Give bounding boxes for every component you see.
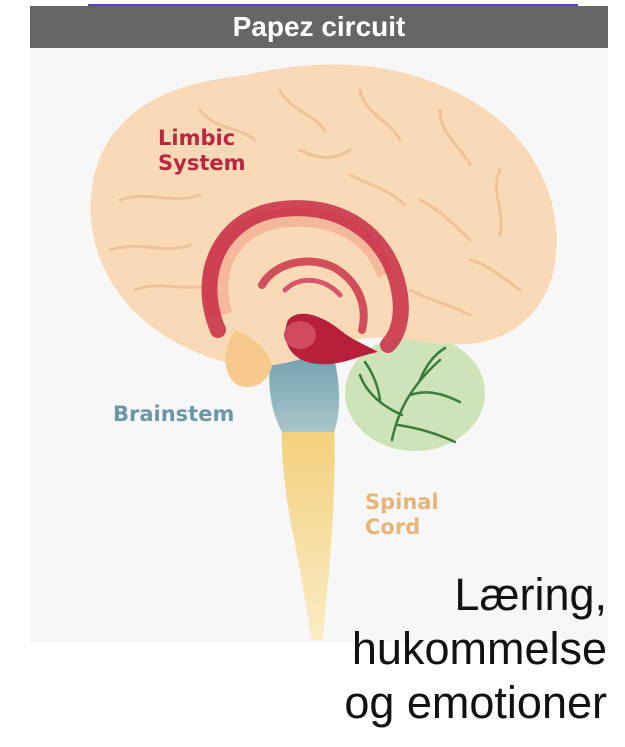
spinal-cord-label: Spinal Cord bbox=[365, 490, 465, 540]
caption: Læring, hukommelse og emotioner bbox=[247, 568, 607, 730]
caption-line-2: hukommelse bbox=[247, 622, 607, 676]
caption-line-3: og emotioner bbox=[247, 676, 607, 730]
caption-line-1: Læring, bbox=[247, 568, 607, 622]
limbic-system-label: Limbic System bbox=[158, 126, 288, 176]
brainstem-label: Brainstem bbox=[113, 402, 234, 427]
amygdala bbox=[284, 321, 316, 349]
